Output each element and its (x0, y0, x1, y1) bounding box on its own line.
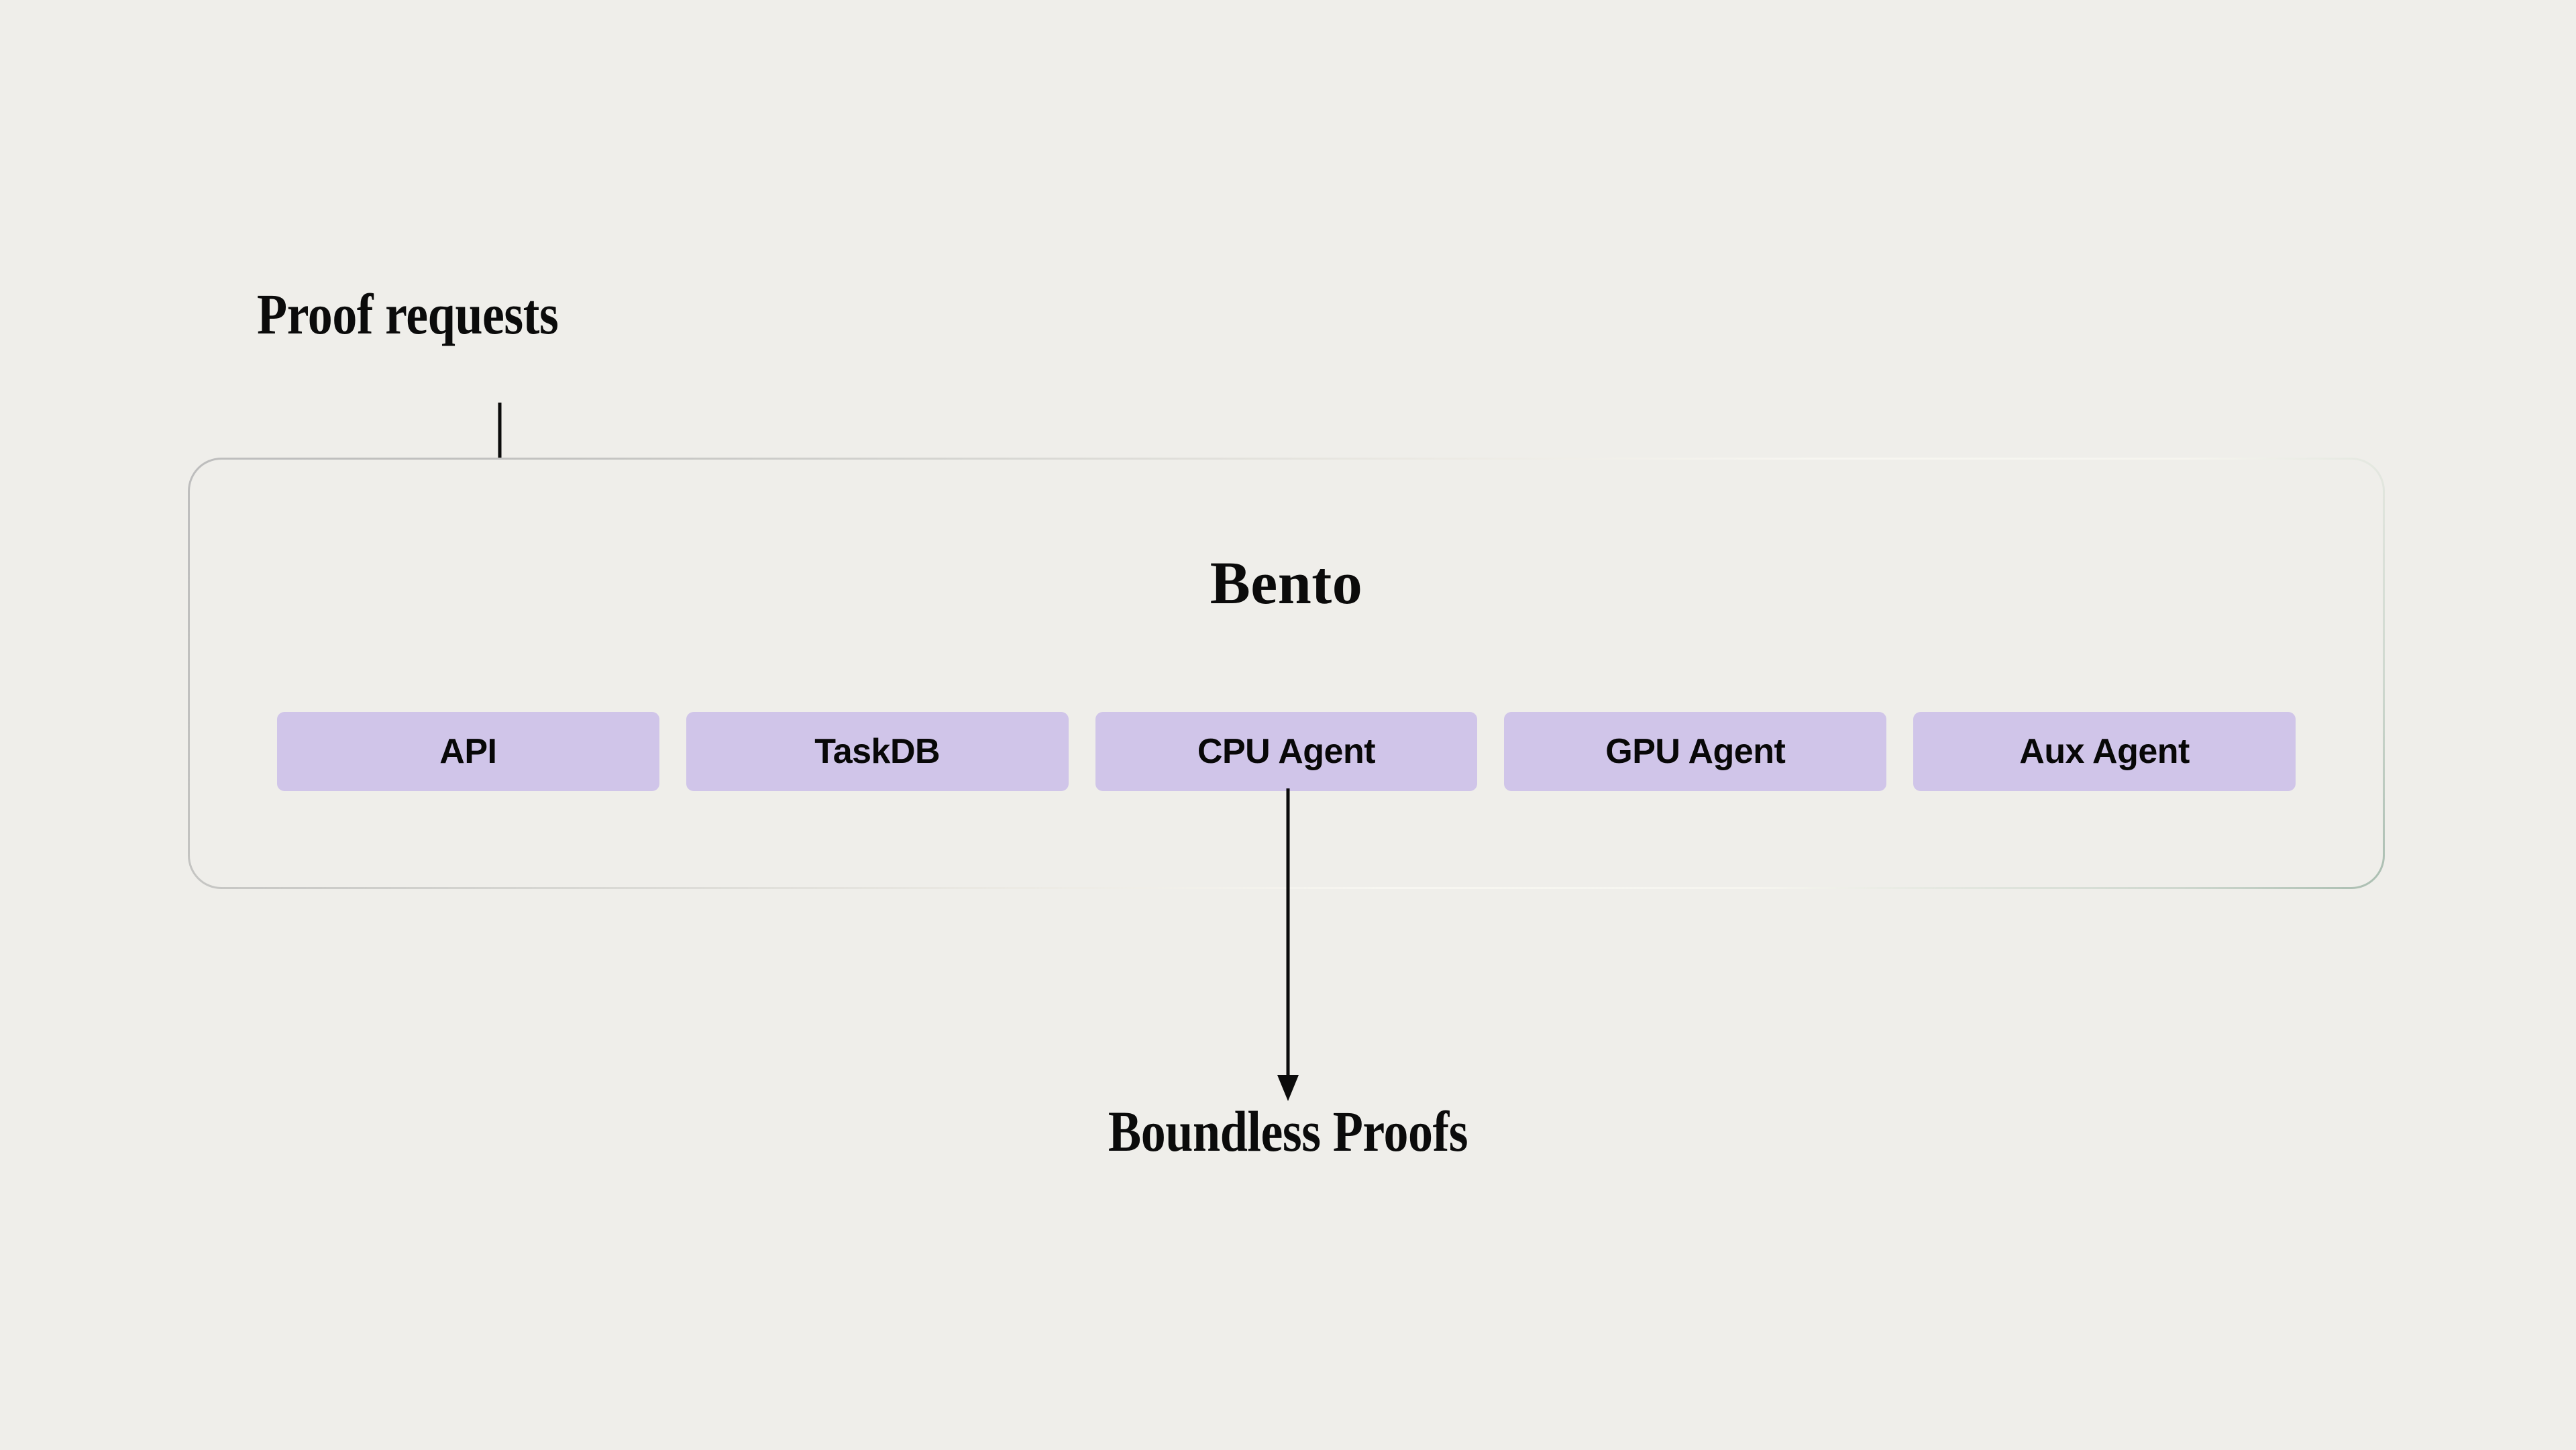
component-chip-label: GPU Agent (1605, 732, 1786, 771)
component-chip-label: Aux Agent (2019, 732, 2190, 771)
arrow-head (1277, 1075, 1299, 1101)
component-chip-label: CPU Agent (1197, 732, 1376, 771)
bento-panel-title: Bento (1210, 550, 1363, 617)
component-chip-taskdb[interactable]: TaskDB (686, 712, 1069, 791)
component-chip-gpu-agent[interactable]: GPU Agent (1504, 712, 1887, 791)
boundless-proofs-label: Boundless Proofs (1108, 1099, 1468, 1163)
component-chip-label: API (439, 732, 497, 771)
component-chip-label: TaskDB (814, 732, 941, 771)
component-row: API TaskDB CPU Agent GPU Agent Aux Agent (277, 712, 2296, 791)
component-chip-aux-agent[interactable]: Aux Agent (1913, 712, 2296, 791)
component-chip-api[interactable]: API (277, 712, 659, 791)
arrow-cpu-agent-to-boundless-proofs (1277, 788, 1299, 1101)
proof-requests-label: Proof requests (257, 282, 559, 346)
component-chip-cpu-agent[interactable]: CPU Agent (1095, 712, 1478, 791)
